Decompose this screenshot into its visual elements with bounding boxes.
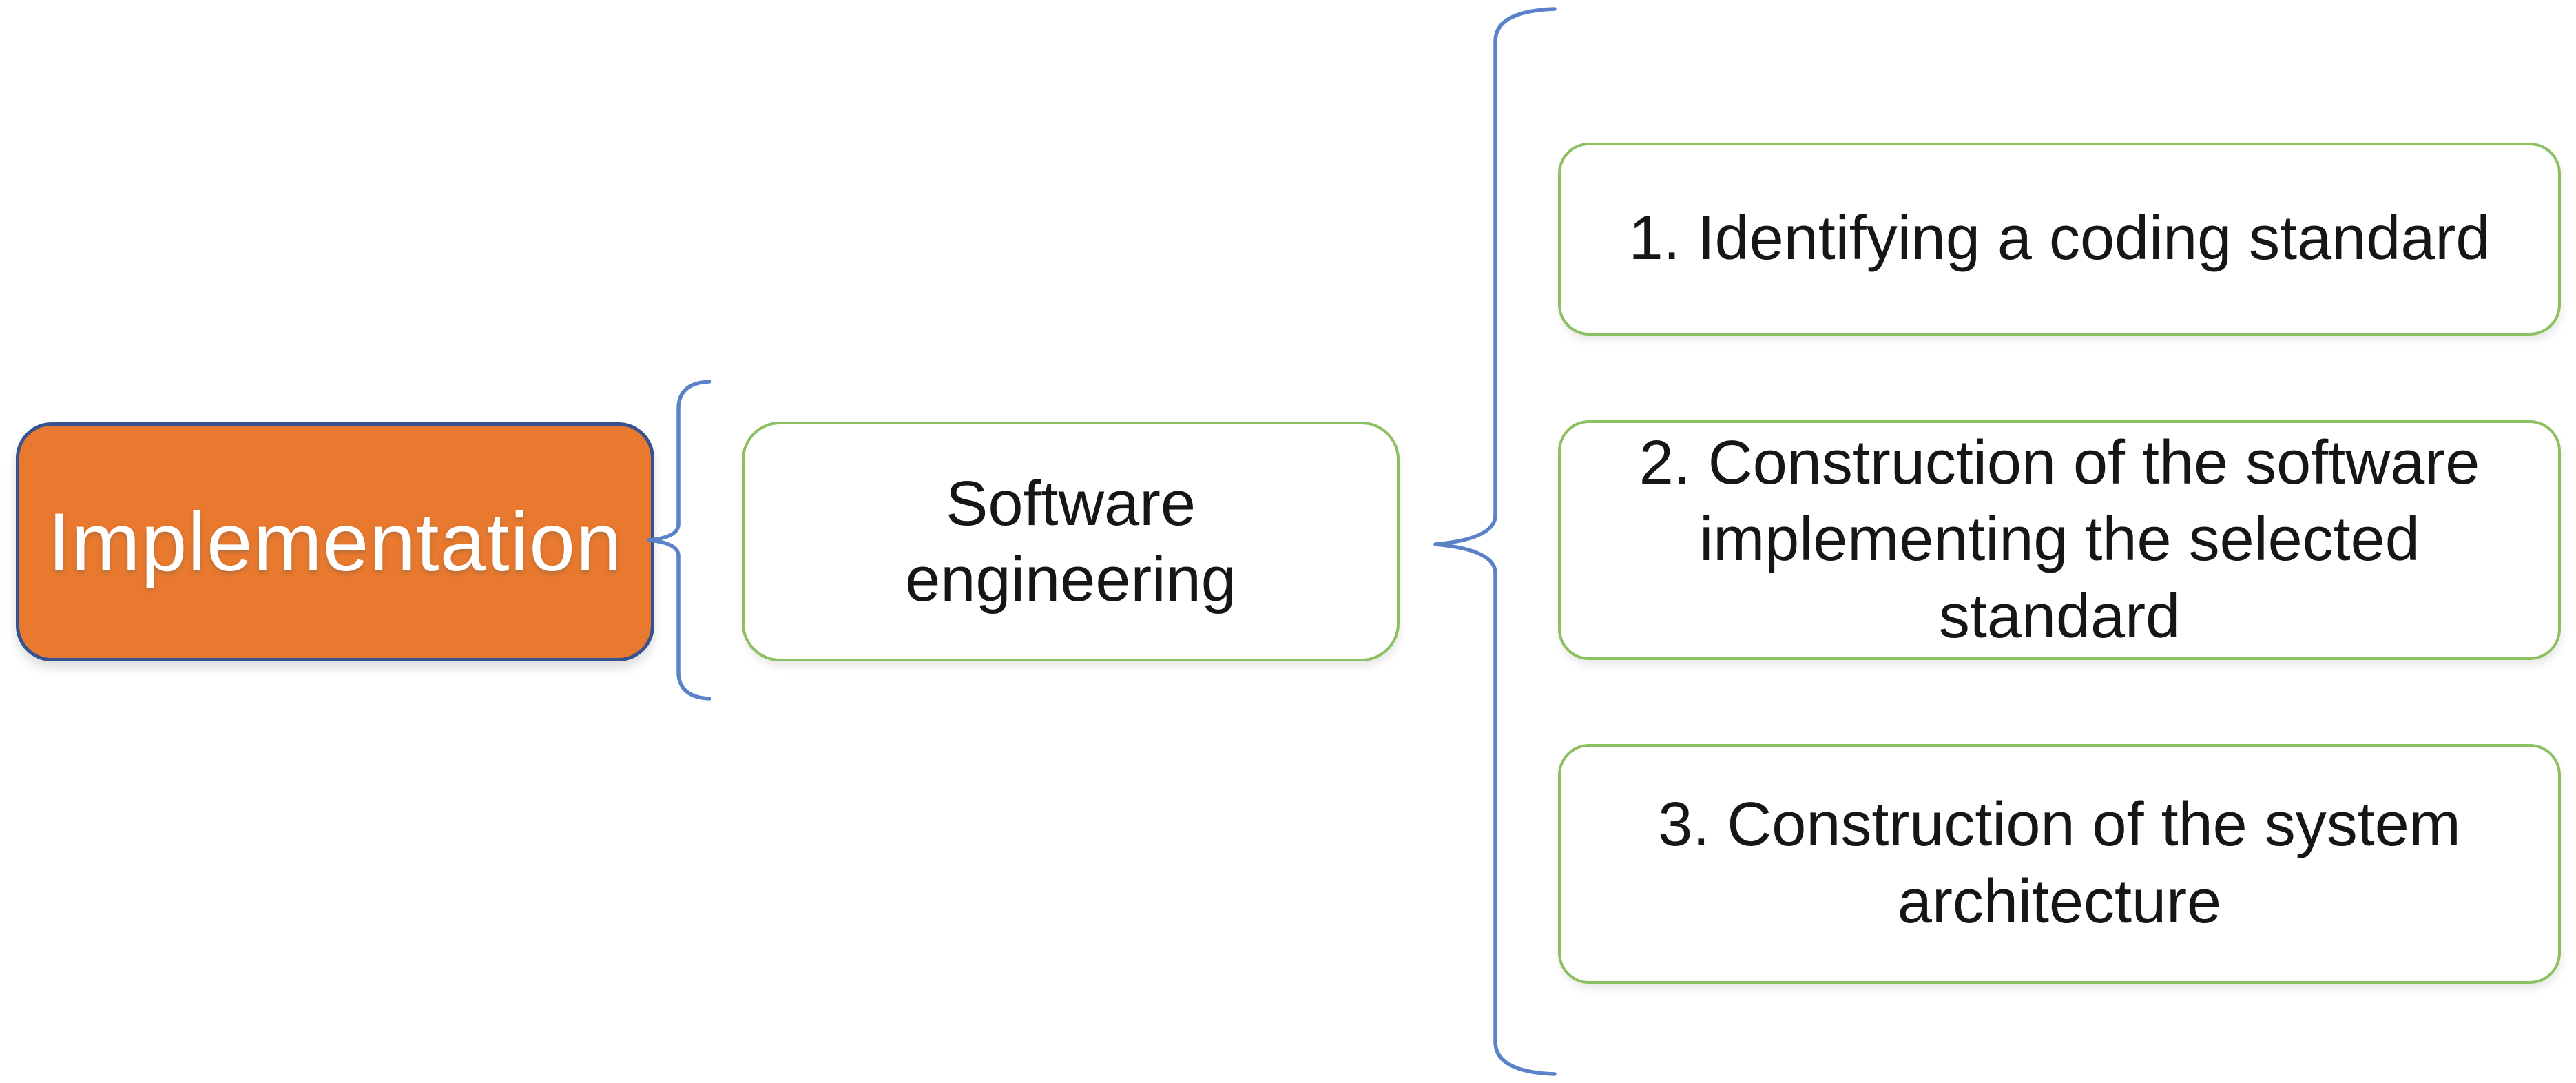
- leaf-node-construction-of-software: 2. Construction of the software implemen…: [1558, 420, 2561, 660]
- leaf-node-construction-of-system-architecture: 3. Construction of the system architectu…: [1558, 744, 2561, 984]
- implementation-node: Implementation: [16, 422, 654, 661]
- software-engineering-node: Software engineering: [742, 422, 1400, 661]
- small-curly-brace: [647, 380, 711, 701]
- large-curly-brace: [1433, 7, 1557, 1076]
- leaf-node-identifying-coding-standard: 1. Identifying a coding standard: [1558, 143, 2561, 336]
